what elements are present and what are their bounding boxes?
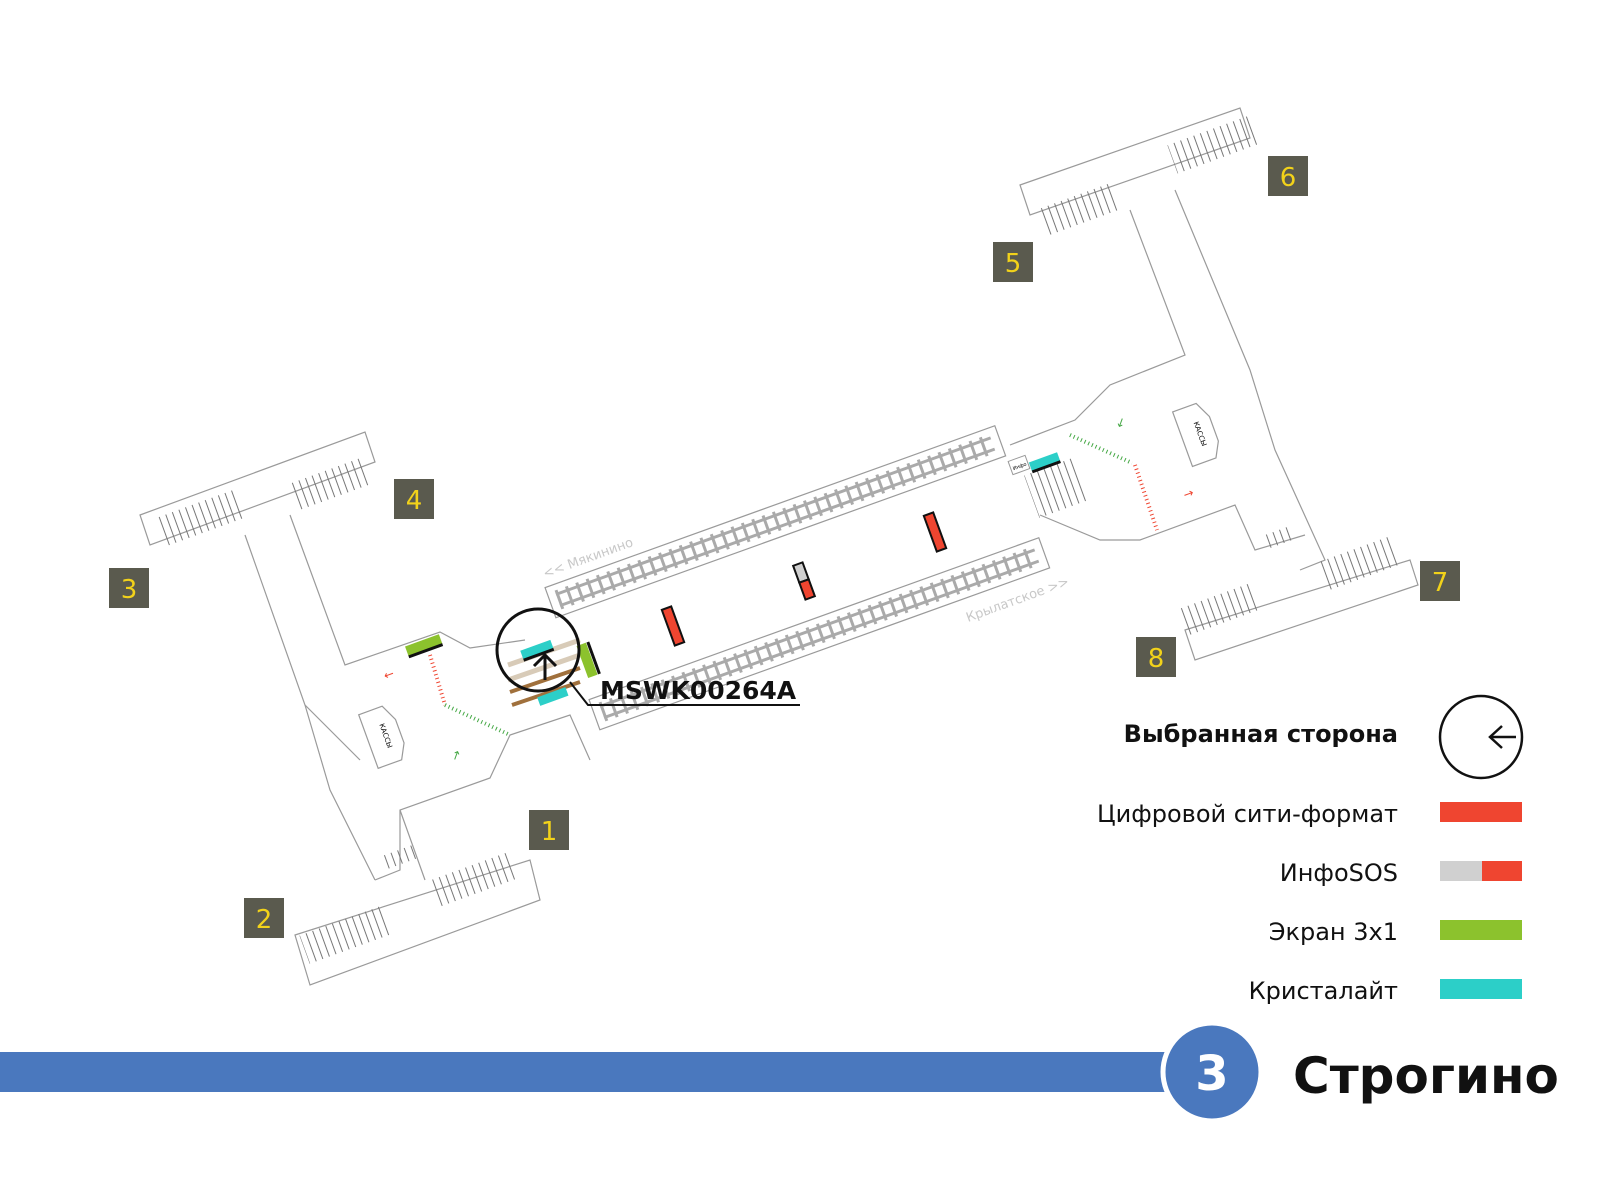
info-booth — [1007, 454, 1031, 476]
red-arrow-icon: → — [1181, 485, 1195, 502]
stairs-exit-5 — [1037, 182, 1123, 236]
legend-label-screen-3x1: Экран 3x1 — [1269, 918, 1398, 946]
exit-label-4: 4 — [394, 479, 434, 519]
legend: Выбранная сторона Цифровой сити-формат И… — [1097, 694, 1524, 1005]
green-dotted-line — [444, 703, 511, 737]
green-dotted-line — [1069, 433, 1133, 465]
exit-label-6: 6 — [1268, 156, 1308, 196]
ad-city-format-1[interactable] — [660, 605, 686, 647]
stairs-exit-8 — [1177, 582, 1263, 636]
exit-label-7: 7 — [1420, 561, 1460, 601]
kiosk-left: КАССЫ — [357, 705, 405, 770]
green-arrow-icon: → — [448, 748, 465, 762]
red-dotted-line — [428, 654, 447, 706]
svg-text:4: 4 — [406, 486, 423, 516]
svg-text:3: 3 — [121, 575, 138, 605]
green-arrow-icon: → — [1113, 416, 1130, 430]
line-number: 3 — [1195, 1046, 1228, 1102]
track-lower — [588, 536, 1051, 731]
red-arrow-icon: ← — [382, 666, 396, 683]
legend-label-infosos: ИнфоSOS — [1280, 859, 1398, 887]
stairs-exit-3 — [157, 490, 243, 546]
stairs-small — [383, 845, 417, 869]
legend-selected-side-label: Выбранная сторона — [1124, 720, 1398, 748]
exit-label-1: 1 — [529, 810, 569, 850]
kiosk-label: КАССЫ — [377, 722, 393, 749]
ad-screen-3x1-1[interactable] — [405, 634, 444, 659]
left-vestibule: КАССЫ ← → — [139, 431, 591, 986]
stairs-exit-6 — [1167, 116, 1258, 174]
ad-city-format-2[interactable] — [922, 511, 948, 553]
svg-text:2: 2 — [256, 905, 273, 935]
legend-swatch-infosos-grey — [1440, 861, 1482, 881]
legend-swatch-infosos-red — [1482, 861, 1522, 881]
svg-text:7: 7 — [1432, 568, 1449, 598]
stairs-small — [1263, 525, 1297, 549]
stairs-exit-1 — [429, 851, 520, 907]
stairs-exit-7 — [1317, 535, 1403, 591]
svg-text:8: 8 — [1148, 644, 1165, 674]
exit-label-3: 3 — [109, 568, 149, 608]
selected-placement-marker[interactable] — [495, 607, 800, 706]
metro-line-bar — [0, 1052, 1168, 1092]
exit-label-8: 8 — [1136, 637, 1176, 677]
ad-crystalite-1[interactable] — [520, 639, 555, 662]
legend-swatch-city-format — [1440, 802, 1522, 822]
arrow-up-icon — [532, 652, 558, 668]
svg-text:6: 6 — [1280, 163, 1297, 193]
stairs-platform-right — [1024, 456, 1092, 518]
ad-crystalite-2[interactable] — [537, 687, 569, 706]
ad-crystalite-3[interactable] — [1028, 452, 1061, 474]
legend-selected-side-icon — [1438, 694, 1524, 780]
right-vestibule: КАССЫ Инфо → → — [1007, 107, 1419, 661]
info-booth-label: Инфо — [1012, 462, 1028, 473]
ad-screen-3x1-2[interactable] — [576, 641, 601, 679]
legend-label-crystalite: Кристалайт — [1249, 977, 1398, 1005]
exit-label-2: 2 — [244, 898, 284, 938]
ad-infosos[interactable] — [791, 561, 817, 601]
legend-label-city-format: Цифровой сити-формат — [1097, 800, 1398, 828]
stairs-exit-4 — [287, 457, 373, 511]
stairs-exit-2 — [299, 906, 390, 964]
exit-label-5: 5 — [993, 242, 1033, 282]
red-dotted-line — [1133, 464, 1159, 531]
legend-swatch-crystalite — [1440, 979, 1522, 999]
svg-text:1: 1 — [541, 817, 558, 847]
svg-text:5: 5 — [1005, 249, 1022, 279]
line-number-badge — [1160, 1020, 1264, 1124]
selected-code-label: MSWK00264A — [600, 676, 797, 705]
kiosk-label: КАССЫ — [1192, 421, 1208, 448]
station-name: Строгино — [1293, 1047, 1559, 1105]
legend-swatch-screen-3x1 — [1440, 920, 1522, 940]
kiosk-right: КАССЫ — [1171, 402, 1219, 468]
arrow-left-icon — [1488, 725, 1503, 749]
